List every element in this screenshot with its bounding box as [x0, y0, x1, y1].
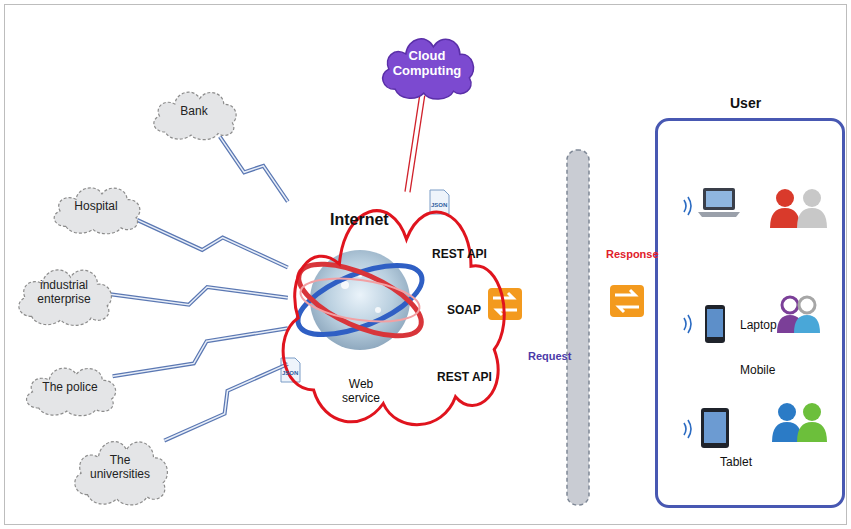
mobile-icon [705, 305, 725, 343]
device-label: Tablet [720, 455, 752, 469]
json-label: JSON [282, 370, 298, 376]
json-label: JSON [431, 202, 447, 208]
internet-globe [289, 249, 431, 350]
cloud-label: The police [42, 381, 97, 395]
service-label: REST API [437, 370, 492, 384]
user-panel: UserLaptopMobileTablet [655, 118, 845, 508]
json-doc-icon [281, 190, 449, 382]
connector [220, 137, 288, 202]
device-label: Laptop [740, 318, 777, 332]
laptop-icon [698, 188, 740, 217]
service-label: SOAP [447, 303, 481, 317]
gateway-bar [567, 150, 589, 505]
cloud-label: Cloud Computing [392, 49, 462, 79]
connector [113, 328, 288, 376]
source-cloud: Cloud Computing [374, 26, 480, 102]
internet-cloud: InternetREST API SOAP Web service REST API [262, 165, 520, 435]
wifi-signal [684, 197, 691, 438]
cloud-label: industrial enterprise [27, 279, 101, 307]
response-label: Response [606, 248, 659, 260]
source-cloud: Bank [146, 82, 242, 142]
request-label: Request [528, 350, 571, 362]
people-icon [772, 403, 827, 442]
tablet-icon [701, 408, 729, 448]
connector [405, 95, 425, 193]
cloud-outline [262, 165, 520, 435]
source-cloud: The police [18, 358, 122, 418]
cloud-heading: Internet [330, 211, 389, 229]
cloud-label: Hospital [74, 200, 117, 214]
source-cloud: The universities [66, 428, 174, 508]
panel-heading: User [730, 95, 761, 111]
cloud-label: The universities [83, 454, 157, 482]
service-label: Web service [330, 377, 392, 405]
outer-frame [5, 5, 847, 525]
people-icon [770, 189, 827, 228]
cloud-label: Bank [180, 105, 207, 119]
source-cloud: Hospital [46, 178, 146, 236]
exchange-icon [488, 285, 644, 320]
service-label: REST API [432, 247, 487, 261]
connector [108, 287, 288, 305]
people-icon [777, 297, 820, 333]
connector [164, 364, 288, 441]
source-cloud: industrial enterprise [10, 258, 118, 328]
connector [137, 220, 288, 268]
device-label: Mobile [740, 363, 775, 377]
